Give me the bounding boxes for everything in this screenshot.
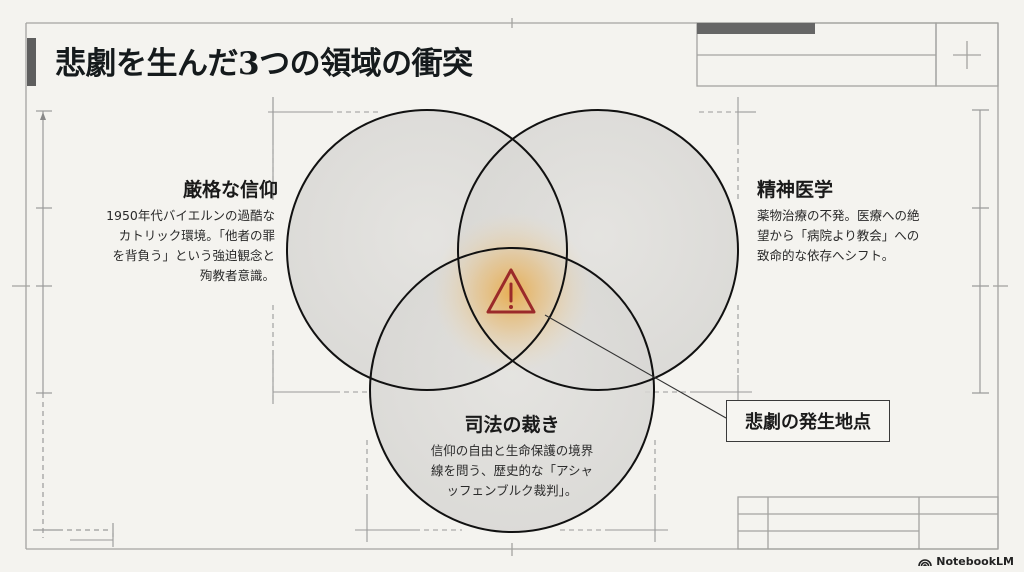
warning-icon xyxy=(486,268,536,314)
justice-description: 信仰の自由と生命保護の境界 線を問う、歴史的な「アシャ ッフェンブルク裁判」。 xyxy=(430,443,594,498)
brand-watermark: NotebookLM xyxy=(918,555,1014,568)
brand-label: NotebookLM xyxy=(936,555,1014,568)
faith-description: 1950年代バイエルンの過酷な カトリック環境。「他者の罪 を背負う」という強迫… xyxy=(106,208,275,283)
faith-title: 厳格な信仰 xyxy=(182,179,278,201)
justice-title: 司法の裁き xyxy=(464,414,560,436)
venn-diagram xyxy=(286,109,739,533)
callout-leader-line xyxy=(544,314,727,419)
psychiatry-title: 精神医学 xyxy=(757,179,834,201)
psychiatry-description: 薬物治療の不発。医療への絶 望から「病院より教会」への 致命的な依存へシフト。 xyxy=(757,208,920,263)
tragedy-point-callout: 悲劇の発生地点 xyxy=(726,400,890,442)
title-accent-bar xyxy=(27,38,36,86)
page-title: 悲劇を生んだ3つの領域の衝突 xyxy=(55,46,473,82)
notebooklm-logo-icon xyxy=(918,558,933,566)
